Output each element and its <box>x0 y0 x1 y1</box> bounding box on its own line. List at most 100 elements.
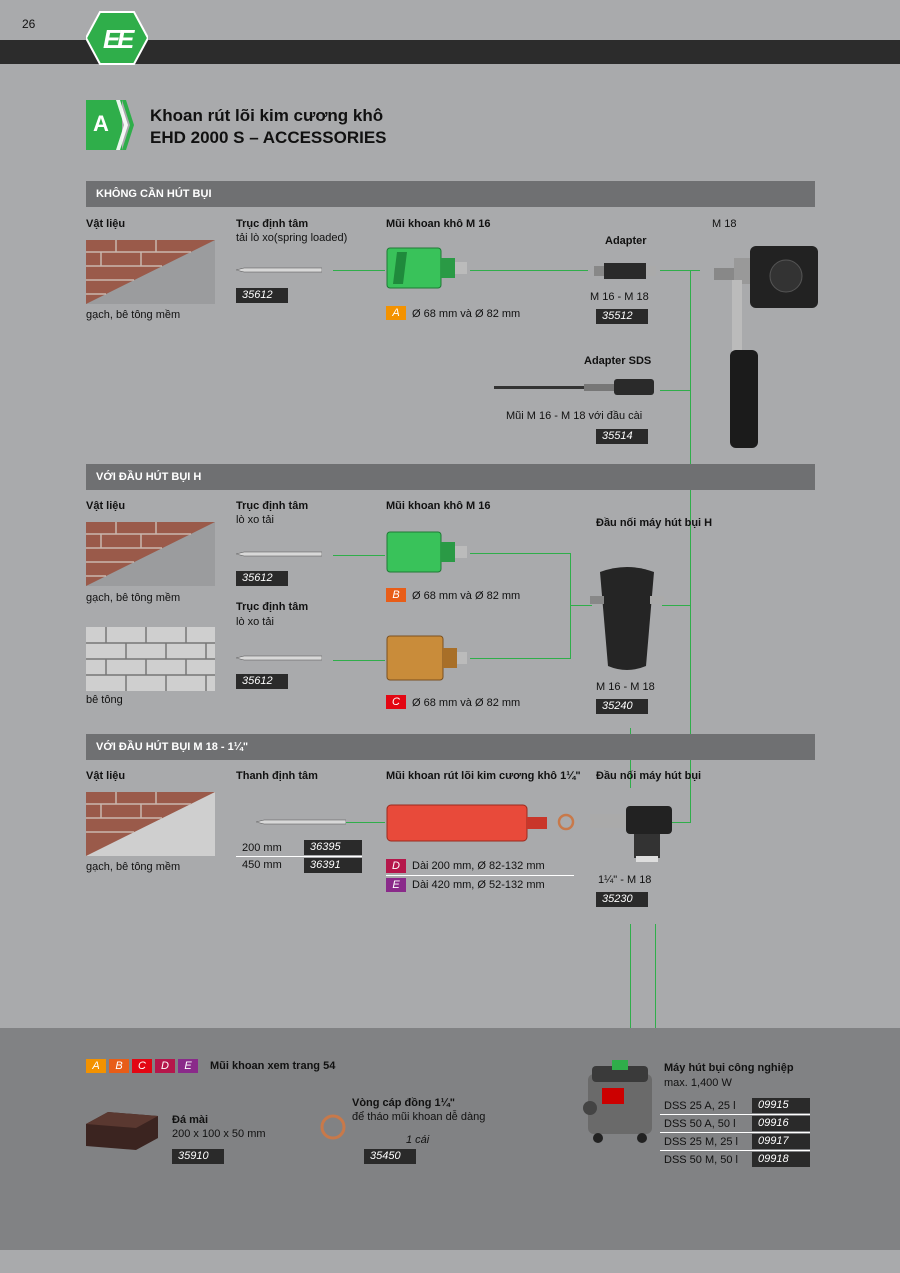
dust-hood-h-image <box>590 567 664 670</box>
material-label: Vật liệu <box>86 770 126 782</box>
gold-core-bit-image <box>386 635 467 681</box>
connector-line <box>345 822 385 823</box>
connector-line <box>570 605 592 606</box>
copper-ring-icon <box>557 813 575 831</box>
badge-b: B <box>109 1059 129 1073</box>
dust-connector-image <box>590 806 672 862</box>
badge-d: D <box>386 859 406 873</box>
centering-label: Trục định tâm <box>236 500 309 512</box>
vacuum-row: DSS 25 M, 25 l 09917 <box>660 1133 810 1151</box>
badge-c: C <box>132 1059 152 1073</box>
badge-c: C <box>386 695 406 709</box>
connector-thread: 1¼" - M 18 <box>598 874 652 886</box>
part-code: 35230 <box>596 892 648 907</box>
connector-line <box>470 553 570 554</box>
brick-concrete-image <box>86 792 215 856</box>
part-code: 35450 <box>364 1149 416 1164</box>
centering-sub: lò xo tải <box>236 616 274 628</box>
industrial-vacuum-image <box>583 1060 652 1143</box>
drill-machine-image <box>714 246 818 448</box>
centering-sub: tải lò xo(spring loaded) <box>236 232 348 244</box>
connector-line <box>630 924 631 1044</box>
section-bar-dust-h: VỚI ĐẦU HÚT BỤI H <box>86 464 815 490</box>
centering-label: Trục định tâm <box>236 601 309 613</box>
connector-line <box>333 660 385 661</box>
part-code: 35612 <box>236 571 288 586</box>
vacuum-model: DSS 25 A, 25 l <box>664 1100 736 1112</box>
ring-sub: để tháo mũi khoan dễ dàng <box>352 1111 486 1123</box>
bit-spec: Ø 68 mm và Ø 82 mm <box>412 590 521 602</box>
bit-row: E Dài 420 mm, Ø 52-132 mm <box>386 876 574 893</box>
rod-row: 450 mm 36391 <box>236 857 362 873</box>
connector-line <box>333 555 385 556</box>
vacuum-label: Máy hút bụi công nghiệp <box>664 1062 794 1074</box>
badge-d: D <box>155 1059 175 1073</box>
connector-line <box>660 270 700 271</box>
centering-rod-label: Thanh định tâm <box>236 770 318 782</box>
connector-line <box>672 822 691 823</box>
green-core-bit-image <box>386 247 467 289</box>
stone-size: 200 x 100 x 50 mm <box>172 1128 266 1140</box>
brick-concrete-image <box>86 522 215 586</box>
ring-qty: 1 cái <box>406 1134 430 1146</box>
badges-note: Mũi khoan xem trang 54 <box>210 1060 336 1072</box>
adapter-thread: M 16 - M 18 <box>590 291 649 303</box>
badge-a: A <box>86 1059 106 1073</box>
connector-line <box>570 553 571 659</box>
green-core-bit-image <box>386 531 467 573</box>
rod-length: 450 mm <box>242 859 282 871</box>
section-a-chevron-icon <box>86 100 134 150</box>
centering-rod-image <box>256 819 346 825</box>
vacuum-model: DSS 50 M, 50 l <box>664 1154 738 1166</box>
material-caption: gạch, bê tông mềm <box>86 861 181 873</box>
connector-line <box>690 270 691 822</box>
part-code: 35612 <box>236 288 288 303</box>
vacuum-model: DSS 50 A, 50 l <box>664 1118 736 1130</box>
sds-adapter-label: Adapter SDS <box>584 355 652 367</box>
page-title-line2: EHD 2000 S – ACCESSORIES <box>150 128 387 147</box>
badge-b: B <box>386 588 406 602</box>
vacuum-row: DSS 25 A, 25 l 09915 <box>660 1097 810 1115</box>
badge-a: A <box>386 306 406 320</box>
vacuum-row: DSS 50 M, 50 l 09918 <box>660 1151 810 1168</box>
vacuum-connector-h-label: Đầu nối máy hút bụi H <box>596 517 713 529</box>
core-bit-table: D Dài 200 mm, Ø 82-132 mm E Dài 420 mm, … <box>386 858 574 893</box>
part-code: 09916 <box>752 1116 810 1131</box>
material-caption: gạch, bê tông mềm <box>86 309 181 321</box>
page-bottom-band <box>0 1250 900 1273</box>
connector-line <box>470 658 570 659</box>
connector-thread: M 16 - M 18 <box>596 681 655 693</box>
adapter-label: Adapter <box>605 235 647 247</box>
sds-adapter-image <box>494 379 654 395</box>
adapter-image <box>594 263 656 279</box>
concrete-block-image <box>86 627 215 691</box>
material-caption: gạch, bê tông mềm <box>86 592 181 604</box>
core-bit-label: Mũi khoan rút lõi kim cương khô 1¼" <box>386 770 581 782</box>
part-code: 36395 <box>304 840 362 855</box>
bit-spec: Ø 68 mm và Ø 82 mm <box>412 308 521 320</box>
grinding-stone-image <box>86 1112 158 1150</box>
vacuum-connector-label: Đầu nối máy hút bụi <box>596 770 702 782</box>
machine-thread: M 18 <box>712 218 737 230</box>
part-code: 35512 <box>596 309 648 324</box>
red-core-bit-image <box>386 804 547 842</box>
dry-bit-label: Mũi khoan khô M 16 <box>386 500 491 512</box>
material-caption: bê tông <box>86 694 123 706</box>
section-bar-dust-m18: VỚI ĐẦU HÚT BỤI M 18 - 1¼" <box>86 734 815 760</box>
centering-pin-image <box>236 551 322 557</box>
dry-bit-label: Mũi khoan khô M 16 <box>386 218 491 230</box>
part-code: 36391 <box>304 858 362 873</box>
vacuum-table: DSS 25 A, 25 l 09915 DSS 50 A, 50 l 0991… <box>660 1097 810 1168</box>
part-code: 09918 <box>752 1152 810 1167</box>
centering-sub: lò xo tải <box>236 514 274 526</box>
header-band <box>0 40 900 64</box>
material-label: Vật liệu <box>86 500 126 512</box>
centering-label: Trục định tâm <box>236 218 309 230</box>
svg-text:E: E <box>117 24 135 54</box>
part-code: 09915 <box>752 1098 810 1113</box>
bit-spec: Dài 200 mm, Ø 82-132 mm <box>412 860 545 872</box>
ring-label: Vòng cáp đồng 1¼" <box>352 1097 456 1109</box>
vacuum-model: DSS 25 M, 25 l <box>664 1136 738 1148</box>
connector-line <box>660 390 690 391</box>
centering-pin-image <box>236 655 322 661</box>
